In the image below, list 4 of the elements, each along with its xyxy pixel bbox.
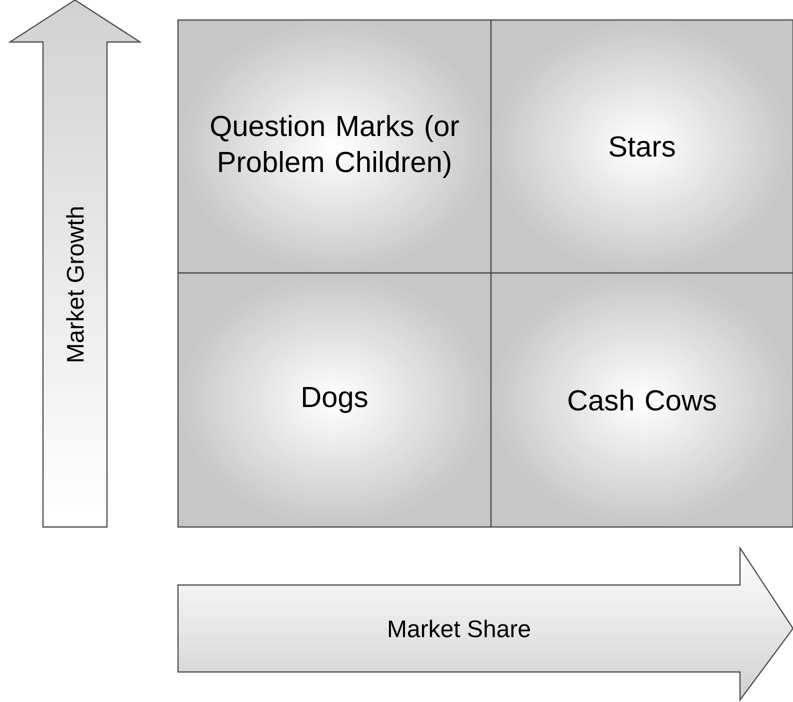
quadrant-box: Dogs xyxy=(177,272,492,528)
quadrant-box: Cash Cows xyxy=(490,272,793,528)
quadrant-box: Stars xyxy=(490,19,793,274)
quadrant-box: Question Marks (or Problem Children) xyxy=(177,19,492,274)
